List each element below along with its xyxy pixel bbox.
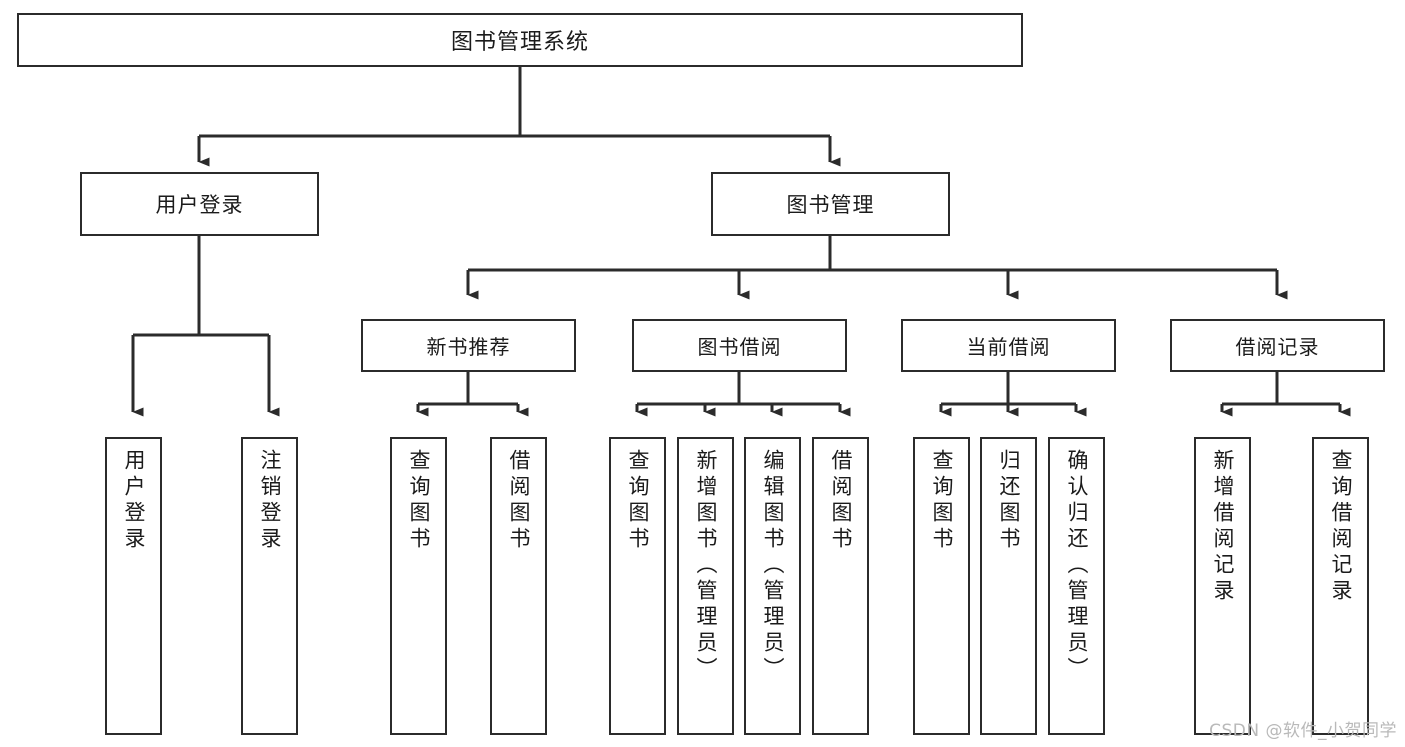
node-label: 用户登录: [122, 449, 146, 553]
node-label: 图书管理: [786, 193, 875, 217]
leaf-logout-login[interactable]: 注销登录: [241, 437, 298, 735]
node-label: 编辑图书（管理员）: [761, 449, 785, 683]
leaf-query-borrow-record[interactable]: 查询借阅记录: [1312, 437, 1369, 735]
leaf-borrow-book-recommend[interactable]: 借阅图书: [490, 437, 547, 735]
leaf-add-book[interactable]: 新增图书（管理员）: [677, 437, 734, 735]
node-label: 查询借阅记录: [1329, 449, 1353, 605]
node-label: 查询图书: [407, 449, 431, 553]
node-user-login[interactable]: 用户登录: [80, 172, 319, 236]
node-book-manage[interactable]: 图书管理: [711, 172, 950, 236]
leaf-add-borrow-record[interactable]: 新增借阅记录: [1194, 437, 1251, 735]
leaf-confirm-return[interactable]: 确认归还（管理员）: [1048, 437, 1105, 735]
node-label: 新书推荐: [426, 335, 511, 359]
node-new-book-recommend[interactable]: 新书推荐: [361, 319, 576, 372]
leaf-return-book[interactable]: 归还图书: [980, 437, 1037, 735]
node-label: 注销登录: [258, 449, 282, 553]
node-label: 归还图书: [997, 449, 1021, 553]
leaf-borrow-book[interactable]: 借阅图书: [812, 437, 869, 735]
leaf-edit-book[interactable]: 编辑图书（管理员）: [744, 437, 801, 735]
node-book-borrow[interactable]: 图书借阅: [632, 319, 847, 372]
node-label: 查询图书: [930, 449, 954, 553]
node-label: 借阅图书: [507, 449, 531, 553]
leaf-query-book-current[interactable]: 查询图书: [913, 437, 970, 735]
node-label: 查询图书: [626, 449, 650, 553]
leaf-user-login[interactable]: 用户登录: [105, 437, 162, 735]
node-borrow-record[interactable]: 借阅记录: [1170, 319, 1385, 372]
leaf-query-book-borrow[interactable]: 查询图书: [609, 437, 666, 735]
node-label: 借阅记录: [1235, 335, 1320, 359]
node-label: 新增借阅记录: [1211, 449, 1235, 605]
node-label: 用户登录: [155, 193, 244, 217]
node-root-system[interactable]: 图书管理系统: [17, 13, 1023, 67]
node-label: 新增图书（管理员）: [694, 449, 718, 683]
node-label: 借阅图书: [829, 449, 853, 553]
watermark-text: CSDN @软件_小贺同学: [1209, 721, 1397, 741]
node-label: 图书管理系统: [450, 30, 589, 55]
node-label: 当前借阅: [966, 335, 1051, 359]
leaf-query-book-recommend[interactable]: 查询图书: [390, 437, 447, 735]
node-label: 确认归还（管理员）: [1065, 449, 1089, 683]
node-label: 图书借阅: [697, 335, 782, 359]
node-current-borrow[interactable]: 当前借阅: [901, 319, 1116, 372]
